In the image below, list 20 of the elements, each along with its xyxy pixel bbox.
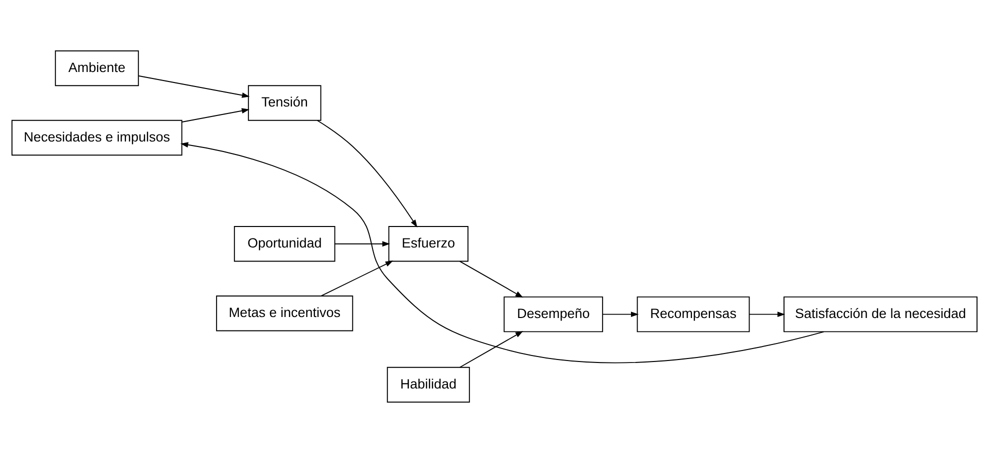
node-box: Desempeño xyxy=(504,296,604,332)
node-box: Ambiente xyxy=(54,50,139,86)
node-box: Recompensas xyxy=(636,296,750,332)
arrow xyxy=(182,108,250,122)
arrow xyxy=(334,241,390,247)
arrow xyxy=(180,142,824,364)
node-box: Oportunidad xyxy=(234,226,336,262)
arrow xyxy=(138,75,250,98)
arrow xyxy=(320,260,394,296)
arrow xyxy=(316,120,418,228)
node-box: Satisfacción de la necesidad xyxy=(784,296,978,332)
arrow xyxy=(459,331,524,368)
node-box: Necesidades e impulsos xyxy=(12,120,182,156)
node-box: Esfuerzo xyxy=(388,226,468,262)
node-box: Habilidad xyxy=(386,366,470,403)
arrow xyxy=(602,312,639,318)
arrow xyxy=(459,260,524,298)
node-box: Metas e incentivos xyxy=(216,296,354,332)
arrow xyxy=(748,312,786,318)
node-box: Tensión xyxy=(248,85,322,121)
